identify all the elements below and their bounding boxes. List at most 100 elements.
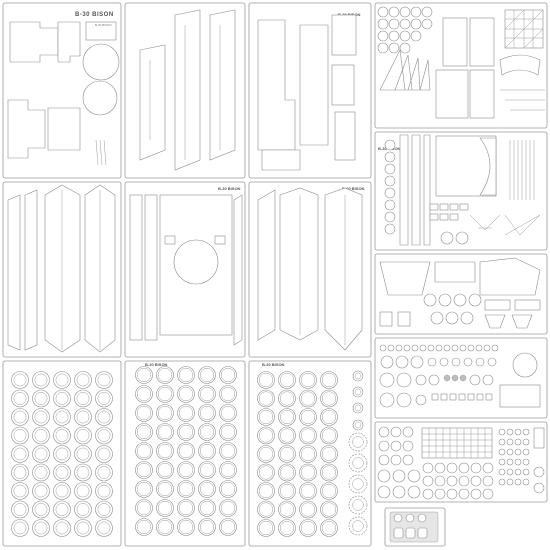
sprocket-hub [352,499,364,511]
part-side [209,9,236,161]
part-strips [399,134,431,246]
sheet-14-label: B-30 BISON [262,362,285,367]
road-wheel [177,499,195,517]
road-wheel [177,442,195,460]
road-wheel-hub [34,410,48,424]
part-bracket [504,214,541,236]
road-wheel-hub [97,447,111,461]
road-wheel [299,519,317,537]
road-wheel-hub [97,521,111,535]
part-bracket [469,214,501,231]
sheet-8: B-30 BISON [374,131,548,251]
part-ring [440,231,454,245]
road-wheel [219,385,237,403]
part-fold-lines [299,195,346,345]
sheet-2 [124,2,246,179]
road-wheel [278,371,296,389]
road-wheel [320,519,338,537]
ring-grid [422,462,494,500]
road-wheel [257,445,275,463]
road-wheel [198,385,216,403]
road-wheel [257,519,275,537]
part-hatch [214,235,226,245]
part-turret-ring [173,239,219,285]
road-wheel [219,480,237,498]
part-side [44,184,81,353]
road-wheel-hub [199,405,215,421]
road-wheel [219,404,237,422]
road-wheel-hub [321,465,337,480]
road-wheel [299,426,317,445]
road-wheel [198,423,216,441]
road-wheel-hub [13,466,27,479]
road-wheel [177,461,195,479]
sprocket-wheel [352,419,364,431]
road-wheel-hub [97,503,111,516]
road-wheel-hub [279,465,295,480]
road-wheel-hub [279,372,295,388]
road-wheel-hub [279,446,295,462]
road-wheel-hub [76,429,90,442]
road-wheel [320,445,338,463]
road-wheel [156,423,174,441]
road-wheel-hub [13,521,27,535]
road-wheel [257,463,275,482]
part-ring [533,466,545,478]
road-wheel-hub [178,405,194,421]
road-wheel-hub [199,462,215,478]
road-wheel-hub [199,500,215,516]
sheet-3: B-30 BISON [248,2,372,179]
road-wheel [278,500,296,519]
part-trapezoids [484,314,533,329]
road-wheel [156,518,174,536]
part-panel [334,111,356,161]
road-wheel [320,482,338,500]
road-wheel-hub [321,483,337,499]
road-wheel [177,518,195,536]
road-wheel [135,385,153,403]
road-wheel [156,385,174,403]
part-panel [484,299,511,311]
sprocket-wheel [348,432,368,452]
road-wheel [320,389,338,408]
sprocket-hub [352,520,364,532]
part-panel [469,17,495,67]
road-wheel [135,442,153,460]
road-wheel-hub [76,503,90,516]
part-fold-lines [61,190,101,350]
road-wheel-hub [199,386,215,402]
road-wheel [135,423,153,441]
road-wheel-hub [34,392,48,405]
sprocket-wheel [352,402,364,414]
sprocket-wheel [348,474,368,494]
road-wheel-hub [13,373,27,387]
part-side [174,9,201,171]
road-wheel-hub [321,372,337,388]
road-wheel-hub [157,519,173,535]
sheet-11 [374,421,548,503]
part-side [324,187,363,351]
road-wheel-hub [220,367,236,383]
road-wheel-hub [13,503,27,516]
road-wheel-hub [157,405,173,421]
road-wheel-hub [55,392,69,405]
road-wheel-hub [34,503,48,516]
road-wheel-hub [55,447,69,461]
road-wheel-hub [178,386,194,402]
part-block [379,311,393,327]
part-strip [233,194,243,346]
road-wheel [177,480,195,498]
road-wheel-hub [279,428,295,443]
road-wheel-hub [76,466,90,479]
road-wheel-hub [258,483,274,499]
road-wheel-hub [178,443,194,459]
part-panel [442,17,468,67]
small-circles-group [377,6,433,54]
road-wheel-hub [136,481,152,497]
road-wheel-hub [279,483,295,499]
road-wheel [135,480,153,498]
road-wheel [219,518,237,536]
road-wheel-hub [300,465,316,480]
road-wheel [320,426,338,445]
road-wheel-hub [220,462,236,478]
